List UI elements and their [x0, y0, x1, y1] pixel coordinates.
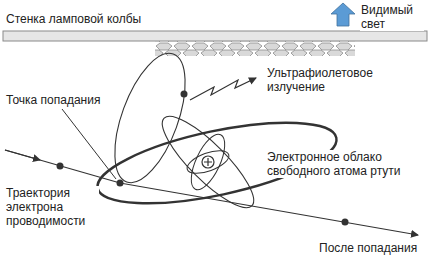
electron-dot — [57, 163, 64, 170]
hit-label: Точка попадания — [5, 93, 101, 107]
inner-orbit — [184, 146, 232, 178]
phosphor-layer — [155, 41, 355, 56]
bulb-wall — [3, 31, 427, 41]
light-arrow — [331, 3, 355, 26]
wall-label: Стенка ламповой колбы — [5, 12, 142, 26]
trajectory-label: Траектория электрона проводимости — [5, 186, 99, 228]
trajectory-arrow — [5, 150, 40, 160]
electron-dot — [117, 180, 124, 187]
trajectory-line — [120, 183, 418, 235]
uv-zigzag — [190, 78, 256, 100]
trajectory-line — [5, 150, 120, 183]
light-label: Видимый свет — [360, 3, 424, 31]
nucleus — [202, 156, 214, 168]
nucleus-plus — [204, 158, 212, 166]
electron-dot — [181, 91, 188, 98]
electron-dot — [342, 219, 349, 226]
cloud-label: Электронное облако свободного атома ртут… — [266, 150, 408, 178]
excited-orbit — [100, 45, 199, 192]
after-label: После попадания — [318, 241, 418, 255]
leader-line — [62, 109, 116, 179]
inner-orbit — [184, 130, 231, 195]
uv-label: Ультрафиолетовое излучение — [266, 66, 386, 94]
inner-orbit — [151, 105, 264, 218]
